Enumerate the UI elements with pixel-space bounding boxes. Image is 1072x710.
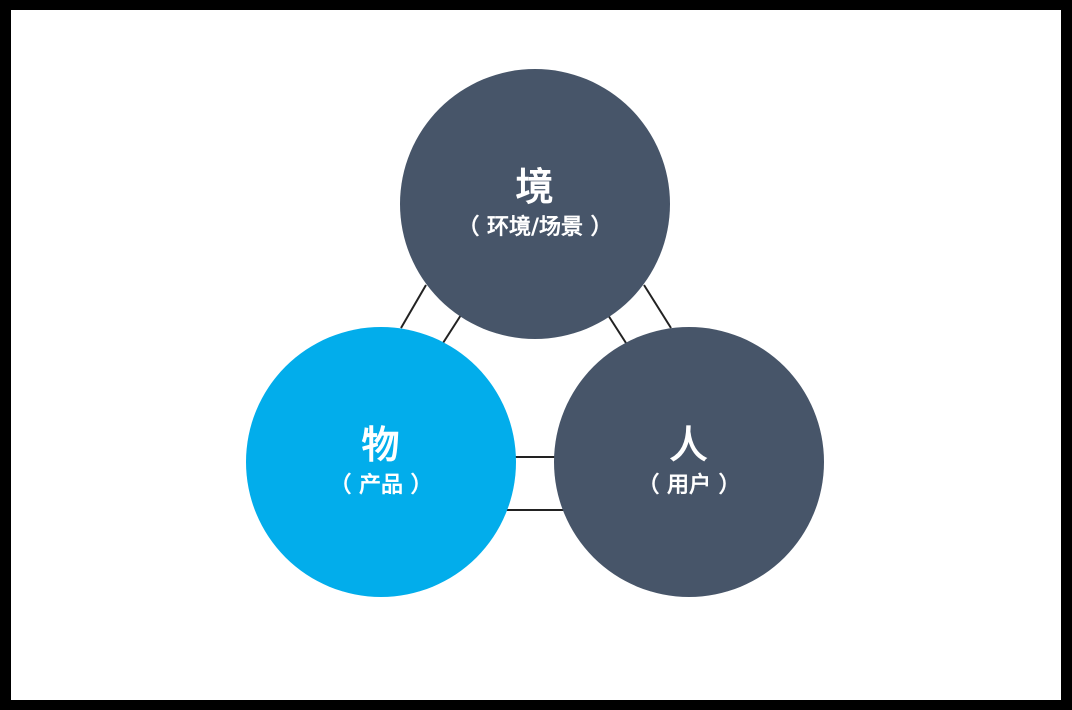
connector-top-right-inner bbox=[607, 314, 627, 344]
node-environment-title: 境 bbox=[515, 165, 555, 209]
connector-top-left-inner bbox=[442, 314, 462, 344]
node-product-title: 物 bbox=[361, 423, 401, 467]
node-user-subtitle: （ 用户 ） bbox=[637, 473, 741, 498]
node-product-subtitle: （ 产品 ） bbox=[329, 473, 433, 498]
connector-top-left-outer bbox=[400, 284, 427, 329]
connector-top-right-outer bbox=[643, 284, 672, 329]
connector-lines bbox=[400, 284, 672, 511]
node-product: 物 （ 产品 ） bbox=[246, 327, 516, 597]
node-environment: 境 （ 环境/场景 ） bbox=[400, 69, 670, 339]
node-user-title: 人 bbox=[669, 423, 709, 467]
diagram-canvas: 境 （ 环境/场景 ） 物 （ 产品 ） 人 （ 用户 ） bbox=[11, 10, 1061, 700]
node-user: 人 （ 用户 ） bbox=[554, 327, 824, 597]
node-environment-subtitle: （ 环境/场景 ） bbox=[457, 215, 613, 240]
